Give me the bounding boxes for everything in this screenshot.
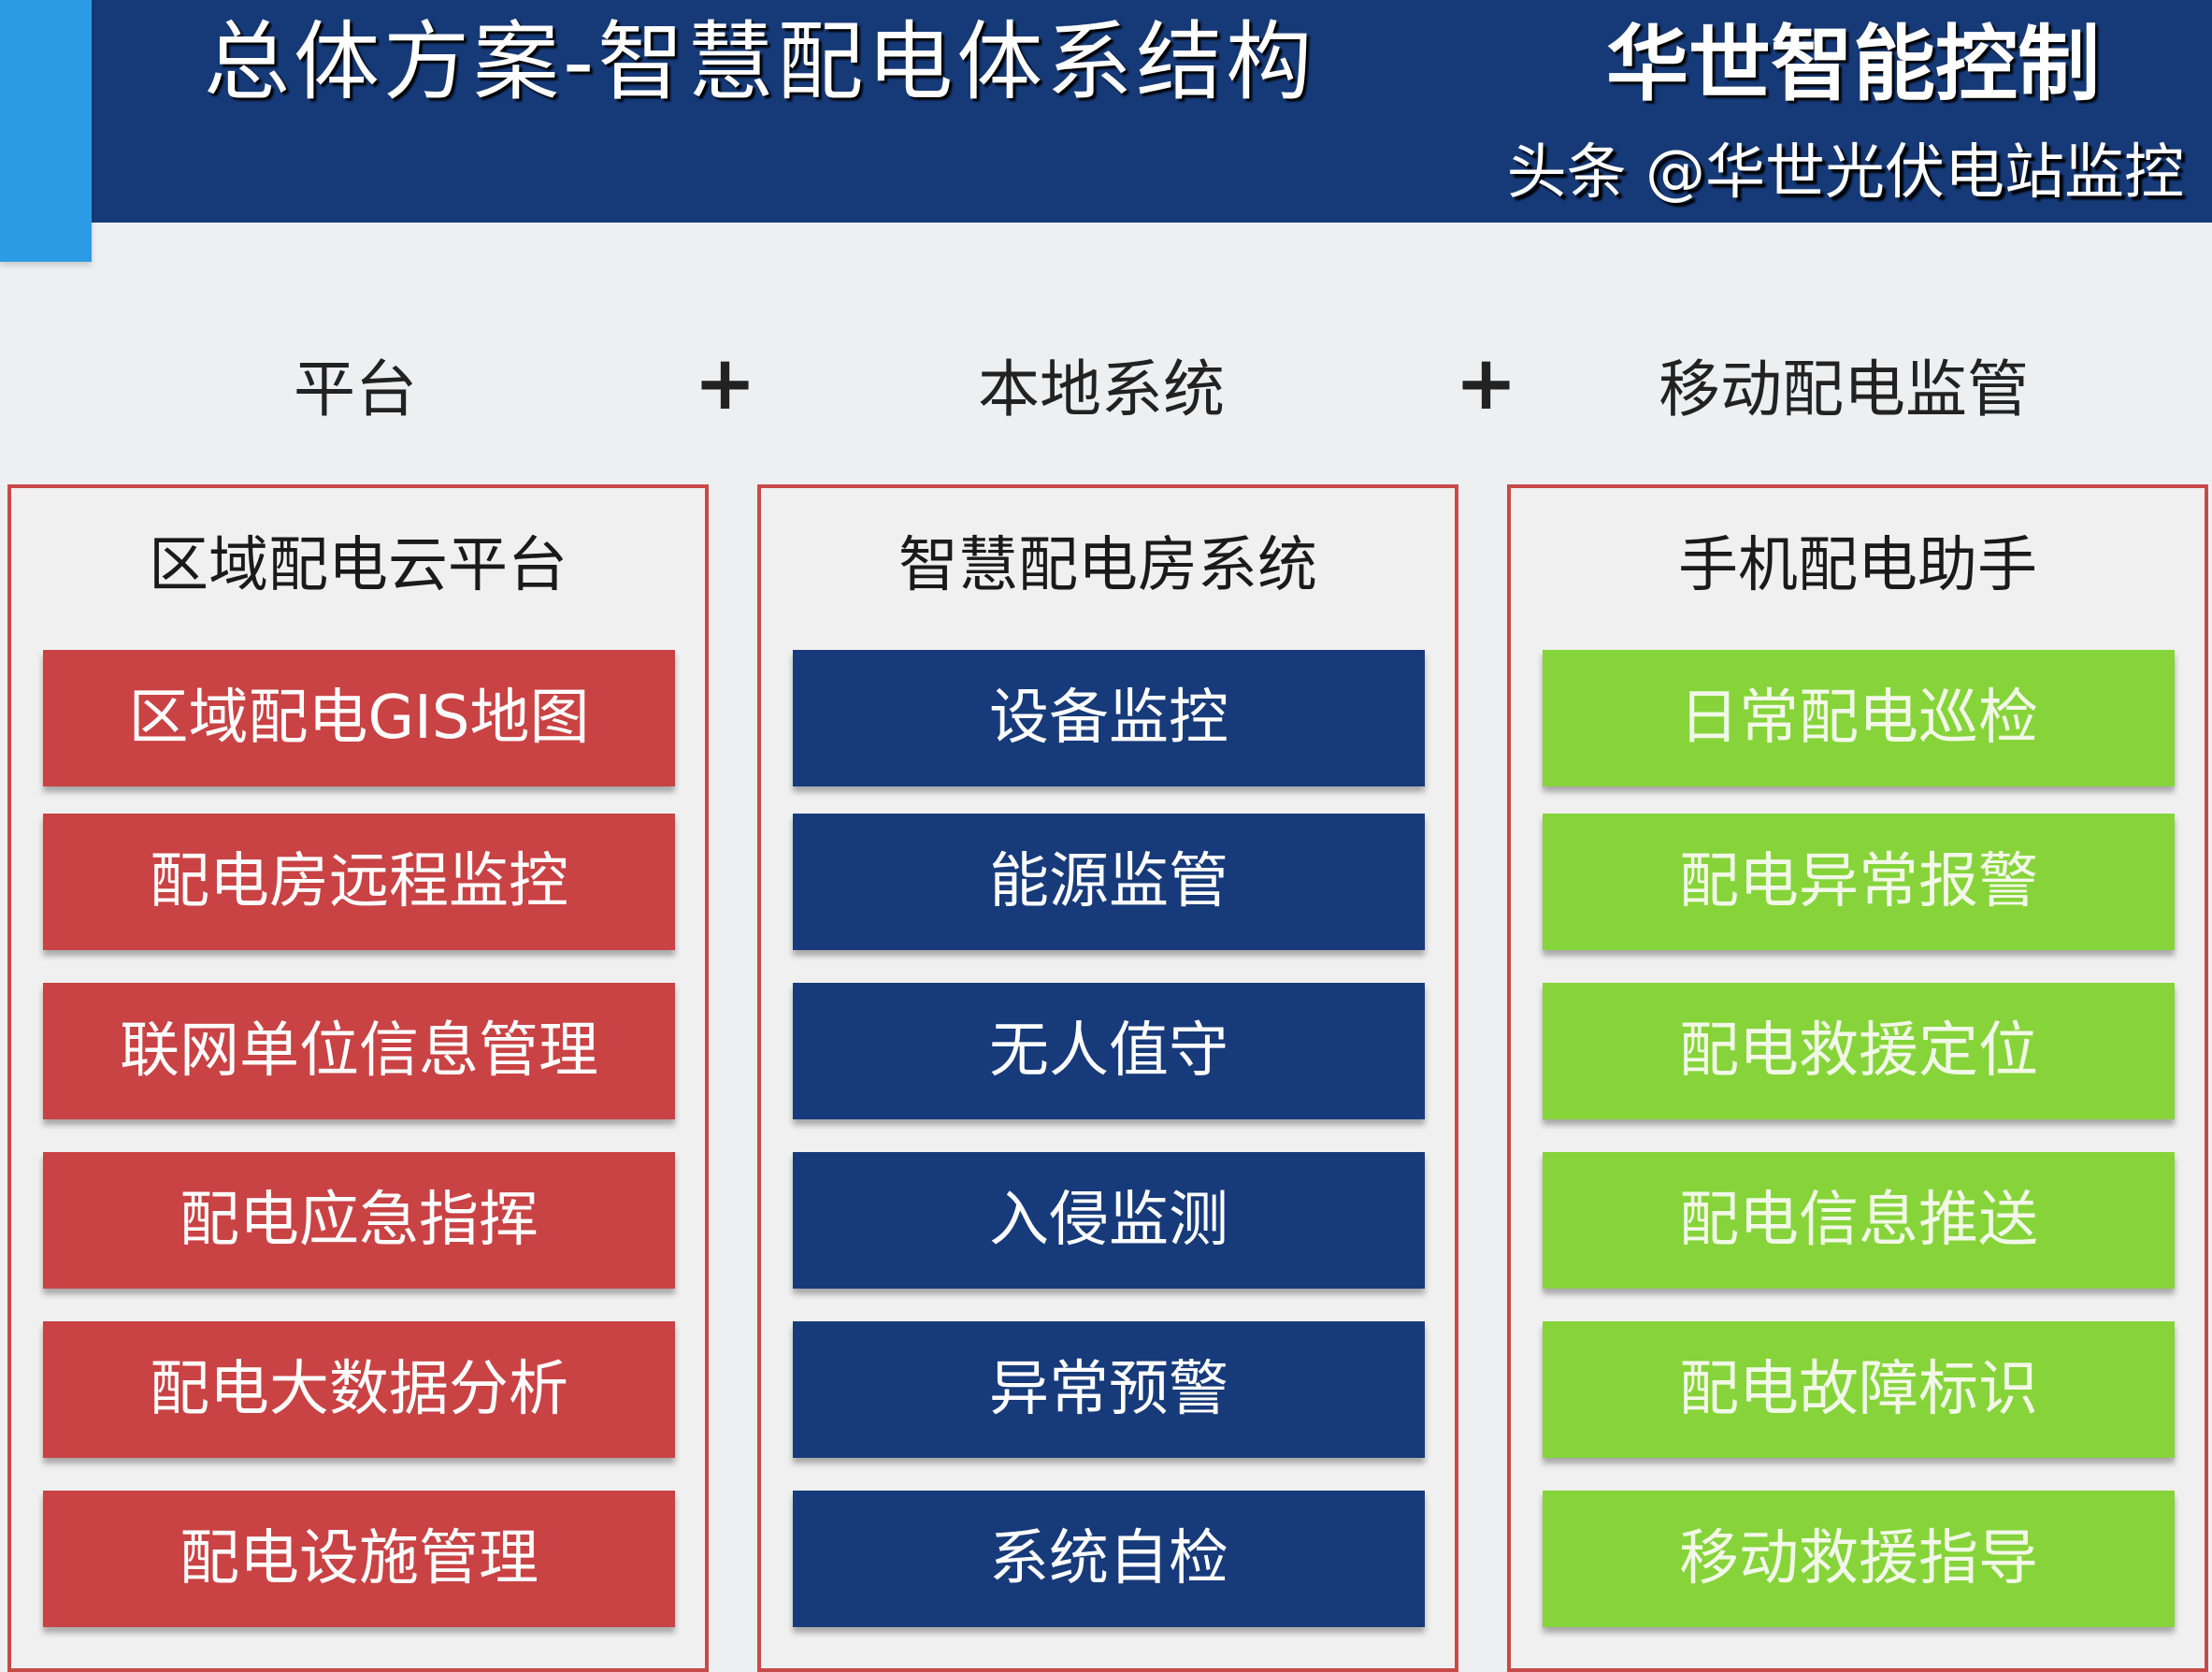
panel-title: 手机配电助手 (1678, 531, 2037, 600)
header-bar (0, 0, 2212, 223)
feature-button[interactable]: 移动救援指导 (1543, 1491, 2175, 1627)
feature-button[interactable]: 设备监控 (793, 650, 1425, 786)
feature-button[interactable]: 配电应急指挥 (43, 1152, 675, 1289)
feature-button[interactable]: 系统自检 (793, 1491, 1425, 1627)
plus-sign: + (694, 339, 757, 426)
panel-mobile-assistant: 手机配电助手日常配电巡检配电异常报警配电救援定位配电信息推送配电故障标识移动救援… (1507, 484, 2208, 1672)
feature-button[interactable]: 能源监管 (793, 814, 1425, 950)
feature-button[interactable]: 异常预警 (793, 1321, 1425, 1458)
feature-button[interactable]: 联网单位信息管理 (43, 983, 675, 1119)
plus-sign: + (1455, 339, 1518, 426)
feature-button[interactable]: 区域配电GIS地图 (43, 650, 675, 786)
panel-cloud-platform: 区域配电云平台区域配电GIS地图配电房远程监控联网单位信息管理配电应急指挥配电大… (7, 484, 709, 1672)
feature-button[interactable]: 配电异常报警 (1543, 814, 2175, 950)
brand-logo: 华世智能控制 (1606, 16, 2101, 112)
page-title: 总体方案-智慧配电体系结构 (204, 12, 1316, 112)
watermark: 头条 @华世光伏电站监控 (1506, 138, 2184, 208)
column-heading-mobile: 移动配电监管 (1659, 353, 2029, 425)
feature-button[interactable]: 日常配电巡检 (1543, 650, 2175, 786)
column-heading-local: 本地系统 (978, 353, 1225, 425)
feature-button[interactable]: 配电房远程监控 (43, 814, 675, 950)
panel-title: 智慧配电房系统 (898, 531, 1317, 600)
feature-button[interactable]: 无人值守 (793, 983, 1425, 1119)
feature-button[interactable]: 入侵监测 (793, 1152, 1425, 1289)
column-heading-platform: 平台 (294, 353, 417, 425)
feature-button[interactable]: 配电救援定位 (1543, 983, 2175, 1119)
panel-title: 区域配电云平台 (149, 531, 567, 600)
feature-button[interactable]: 配电设施管理 (43, 1491, 675, 1627)
panel-power-room-system: 智慧配电房系统设备监控能源监管无人值守入侵监测异常预警系统自检 (757, 484, 1458, 1672)
feature-button[interactable]: 配电大数据分析 (43, 1321, 675, 1458)
accent-strip (0, 0, 92, 262)
feature-button[interactable]: 配电故障标识 (1543, 1321, 2175, 1458)
feature-button[interactable]: 配电信息推送 (1543, 1152, 2175, 1289)
